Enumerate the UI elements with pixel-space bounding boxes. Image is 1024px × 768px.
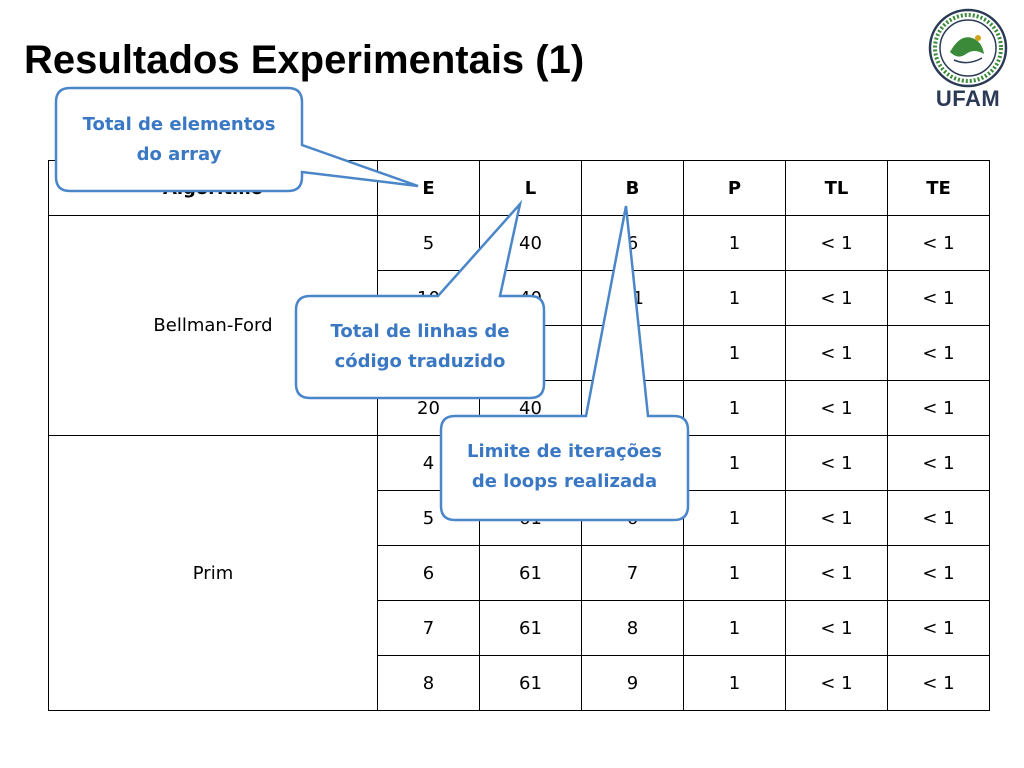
header-e: E	[377, 160, 480, 216]
table-cell: < 1	[785, 325, 888, 381]
table-cell: 20	[377, 380, 480, 436]
callout-lines-line2: código traduzido	[334, 351, 506, 372]
table-cell: < 1	[887, 215, 990, 271]
table-cell: 7	[377, 600, 480, 656]
table-cell: < 1	[785, 655, 888, 711]
table-cell: < 1	[887, 490, 990, 546]
table-cell: 1	[683, 655, 786, 711]
table-cell: < 1	[887, 435, 990, 491]
table-cell: 40	[479, 380, 582, 436]
header-l: L	[479, 160, 582, 216]
callout-elements-line2: do array	[136, 144, 222, 165]
table-cell: 1	[683, 600, 786, 656]
callout-loops-line2: de loops realizada	[471, 471, 658, 492]
header-tl: TL	[785, 160, 888, 216]
table-cell: < 1	[785, 545, 888, 601]
table-cell: 1	[683, 270, 786, 326]
table-cell: < 1	[785, 270, 888, 326]
table-cell: 5	[377, 215, 480, 271]
table-cell: 11	[581, 270, 684, 326]
table-cell: < 1	[887, 325, 990, 381]
table-cell: < 1	[785, 435, 888, 491]
table-row: 5 61 6 1 < 1 < 1	[49, 490, 990, 546]
callout-elements-text: Total de elementos do array	[58, 110, 300, 170]
callout-lines-line1: Total de linhas de	[330, 321, 510, 342]
table-cell: 6	[581, 490, 684, 546]
algorithm-cell: Prim	[48, 435, 378, 711]
callout-elements-line1: Total de elementos	[82, 114, 276, 135]
table-cell: 1	[683, 325, 786, 381]
slide-title: Resultados Experimentais (1)	[24, 38, 585, 82]
table-cell: 8	[377, 655, 480, 711]
table-cell: < 1	[785, 600, 888, 656]
table-cell: 6	[581, 215, 684, 271]
table-cell: 16	[581, 325, 684, 381]
table-cell: 8	[581, 600, 684, 656]
callout-lines-text: Total de linhas de código traduzido	[298, 317, 542, 377]
table-row: Bellman-Ford 5 40 6 1 < 1 < 1	[48, 215, 990, 436]
table-cell: 9	[581, 655, 684, 711]
table-cell: < 1	[887, 600, 990, 656]
callout-loops-line1: Limite de iterações	[467, 441, 662, 462]
table-cell: < 1	[785, 490, 888, 546]
table-cell: < 1	[887, 655, 990, 711]
table-cell: < 1	[887, 380, 990, 436]
table-cell: < 1	[785, 215, 888, 271]
table-cell: 1	[683, 435, 786, 491]
table-cell: 40	[479, 215, 582, 271]
table-cell: < 1	[887, 545, 990, 601]
table-cell: 21	[581, 380, 684, 436]
table-cell: 6	[377, 545, 480, 601]
table-cell: 1	[683, 545, 786, 601]
table-cell: 5	[377, 490, 480, 546]
table-cell: 61	[479, 655, 582, 711]
callout-loops-text: Limite de iterações de loops realizada	[443, 437, 686, 497]
table-cell: 7	[581, 545, 684, 601]
logo-text: UFAM	[935, 86, 1001, 111]
table-cell: < 1	[887, 270, 990, 326]
ufam-logo: UFAM	[920, 8, 1016, 111]
table-cell: 61	[479, 600, 582, 656]
header-b: B	[581, 160, 684, 216]
table-cell: 1	[683, 215, 786, 271]
header-te: TE	[887, 160, 990, 216]
table-cell: 1	[683, 380, 786, 436]
table-cell: 1	[683, 490, 786, 546]
table-row: 8 61 9 1 < 1 < 1	[49, 655, 990, 711]
header-p: P	[683, 160, 786, 216]
university-seal-icon	[928, 8, 1008, 88]
results-table: Algoritmo E L B P TL TE Bellman-Ford 5 4…	[48, 160, 990, 711]
table-cell: 61	[479, 545, 582, 601]
table-cell: < 1	[785, 380, 888, 436]
table-cell: 61	[479, 490, 582, 546]
